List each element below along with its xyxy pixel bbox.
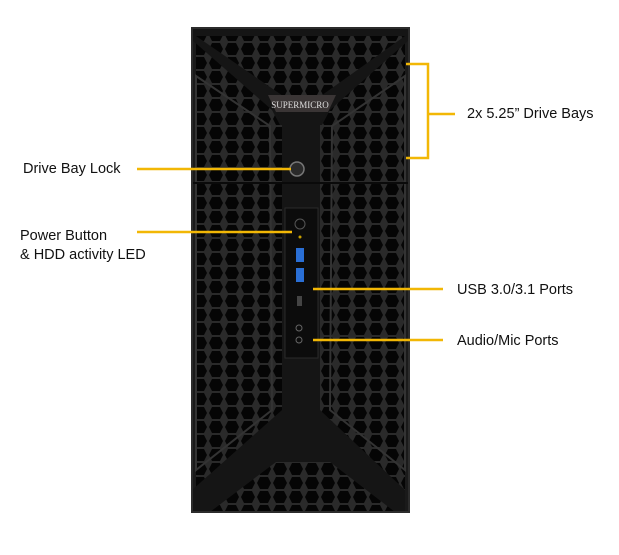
label-drive-bay-lock: Drive Bay Lock	[23, 161, 121, 177]
usb-port[interactable]	[296, 268, 304, 282]
headphone-jack[interactable]	[295, 324, 303, 332]
label-usb-ports: USB 3.0/3.1 Ports	[457, 282, 574, 298]
mic-jack[interactable]	[295, 336, 303, 344]
drive-bays-bracket	[406, 62, 430, 160]
usb-port[interactable]	[296, 248, 304, 262]
supermicro-logo: SUPERMICRO	[271, 100, 329, 110]
power-button[interactable]	[294, 218, 306, 230]
label-drive-bays: 2x 5.25” Drive Bays	[467, 106, 594, 122]
drive-bay-lock[interactable]	[289, 161, 305, 177]
label-hdd-led: & HDD activity LED	[20, 247, 146, 263]
brand-plate	[268, 95, 336, 112]
usb-c-port[interactable]	[297, 296, 302, 306]
callout-lines	[137, 62, 455, 342]
label-power-button: Power Button	[20, 228, 108, 244]
front-io-panel	[284, 207, 319, 359]
hdd-led	[298, 235, 302, 239]
label-audio-ports: Audio/Mic Ports	[457, 333, 559, 349]
